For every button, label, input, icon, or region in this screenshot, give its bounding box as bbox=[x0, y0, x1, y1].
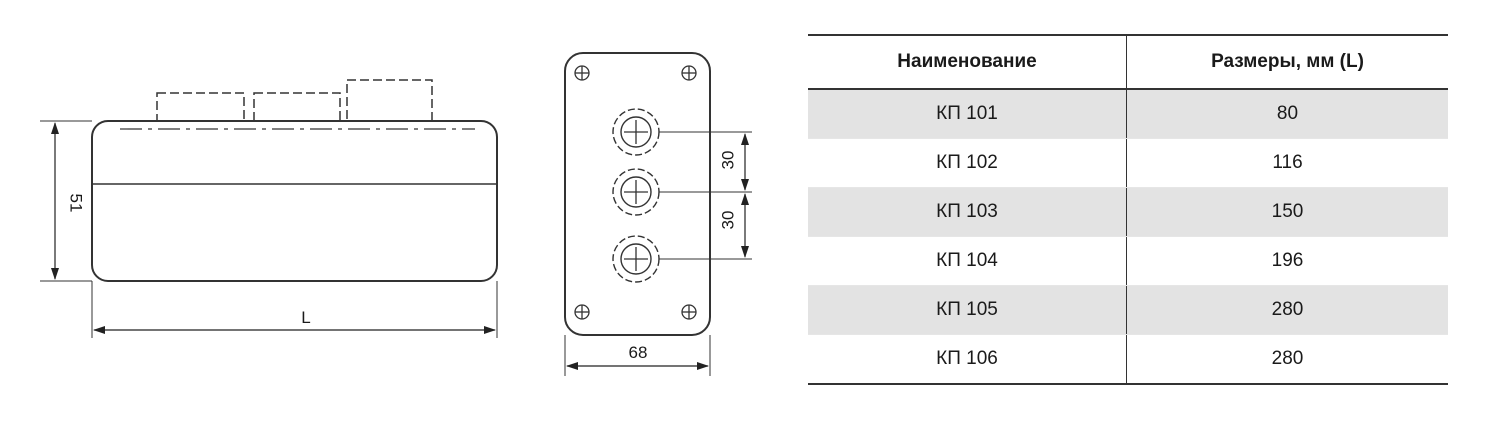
table-row: КП 102 116 bbox=[808, 138, 1448, 188]
column-header-name: Наименование bbox=[808, 34, 1127, 90]
technical-drawing: 51 L bbox=[40, 52, 752, 376]
screw-icon bbox=[681, 304, 697, 320]
button-cap-outline bbox=[346, 79, 433, 126]
dimensions-table: Наименование Размеры, мм (L) КП 101 80 К… bbox=[808, 34, 1448, 385]
table-row: КП 105 280 bbox=[808, 285, 1448, 335]
model-name-cell: КП 101 bbox=[808, 89, 1127, 139]
enclosure-front bbox=[564, 52, 711, 336]
model-name-cell: КП 103 bbox=[808, 187, 1127, 237]
spacing-bottom-label: 30 bbox=[718, 211, 737, 230]
height-label: 51 bbox=[67, 194, 86, 213]
screw-icon bbox=[681, 65, 697, 81]
screw-icon bbox=[574, 65, 590, 81]
length-label: L bbox=[301, 308, 310, 327]
length-value-cell: 116 bbox=[1126, 138, 1448, 188]
model-name-cell: КП 102 bbox=[808, 138, 1127, 188]
screw-icon bbox=[574, 304, 590, 320]
side-view: 51 L bbox=[40, 79, 498, 338]
enclosure-body bbox=[91, 120, 498, 282]
column-header-size: Размеры, мм (L) bbox=[1126, 34, 1448, 90]
model-name-cell: КП 106 bbox=[808, 334, 1127, 385]
model-name-cell: КП 105 bbox=[808, 285, 1127, 335]
front-view: 30 30 68 bbox=[564, 52, 752, 376]
table-row: КП 103 150 bbox=[808, 187, 1448, 237]
width-label: 68 bbox=[629, 343, 648, 362]
length-value-cell: 150 bbox=[1126, 187, 1448, 237]
table-row: КП 106 280 bbox=[808, 334, 1448, 385]
length-value-cell: 80 bbox=[1126, 89, 1448, 139]
spacing-top-label: 30 bbox=[718, 151, 737, 170]
table-header-row: Наименование Размеры, мм (L) bbox=[808, 34, 1448, 90]
length-value-cell: 196 bbox=[1126, 236, 1448, 286]
table-row: КП 101 80 bbox=[808, 89, 1448, 139]
model-name-cell: КП 104 bbox=[808, 236, 1127, 286]
length-value-cell: 280 bbox=[1126, 334, 1448, 385]
length-value-cell: 280 bbox=[1126, 285, 1448, 335]
table-row: КП 104 196 bbox=[808, 236, 1448, 286]
